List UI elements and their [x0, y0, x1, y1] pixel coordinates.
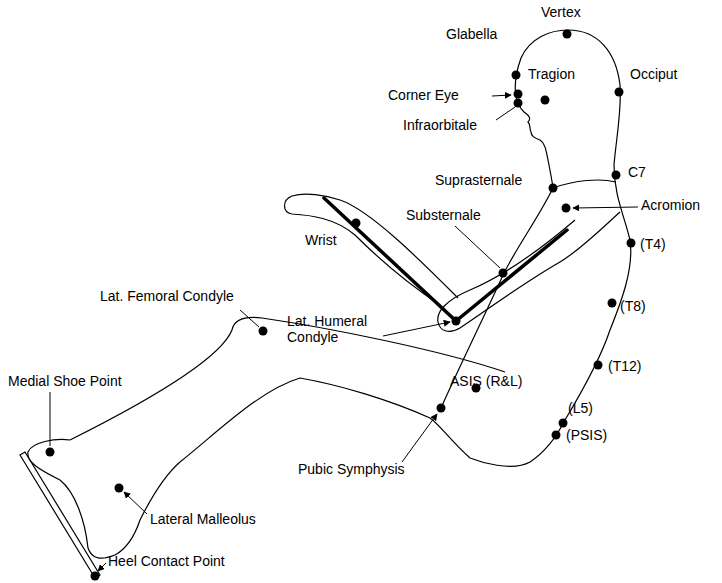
landmark-label: (T12) — [608, 358, 641, 374]
landmark-label: Corner Eye — [388, 87, 459, 103]
landmark-label: ASIS (R&L) — [450, 373, 522, 389]
landmark-label: C7 — [628, 164, 646, 180]
landmark-label: Heel Contact Point — [108, 553, 225, 569]
landmark-label: Acromion — [641, 197, 700, 213]
landmark-label: Vertex — [541, 4, 581, 20]
landmark-label: Pubic Symphysis — [298, 461, 405, 477]
landmark-label: Glabella — [446, 26, 497, 42]
landmark-label: Suprasternale — [435, 172, 522, 188]
landmark-label: Substernale — [406, 207, 481, 223]
landmark-label: Tragion — [528, 66, 575, 82]
landmark-label: Wrist — [305, 232, 337, 248]
landmark-label: Lat. Humeral Condyle — [287, 313, 383, 345]
landmark-label: (T8) — [620, 298, 646, 314]
landmark-label: Lateral Malleolus — [150, 511, 256, 527]
landmark-label: Lat. Femoral Condyle — [100, 288, 234, 304]
landmark-label: (PSIS) — [566, 427, 607, 443]
landmark-label: (T4) — [640, 236, 666, 252]
landmark-label: Medial Shoe Point — [8, 373, 122, 389]
landmark-label: Infraorbitale — [403, 117, 477, 133]
landmark-label: (L5) — [568, 400, 593, 416]
landmark-label: Occiput — [630, 66, 677, 82]
